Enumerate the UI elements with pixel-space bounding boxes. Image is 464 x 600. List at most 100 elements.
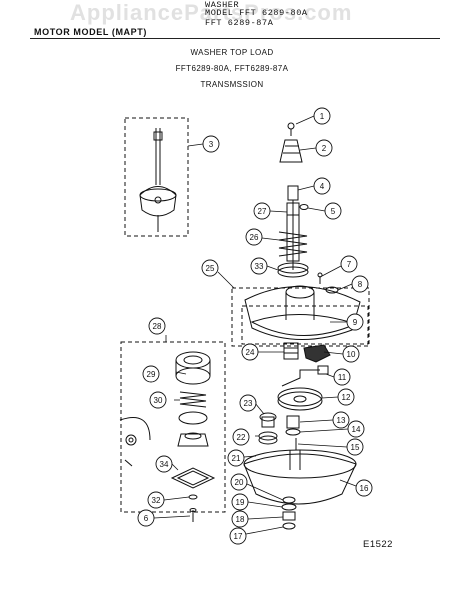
- svg-text:24: 24: [246, 348, 255, 357]
- callout-30: 30: [149, 391, 167, 409]
- svg-text:21: 21: [232, 454, 241, 463]
- svg-text:11: 11: [338, 373, 347, 382]
- svg-text:29: 29: [147, 370, 156, 379]
- watermark: AppliancePartsPros.com: [70, 0, 353, 25]
- svg-text:22: 22: [237, 433, 246, 442]
- header-model-line: MODEL FFT 6289-80A: [205, 8, 308, 18]
- callout-2: 2: [315, 139, 333, 157]
- svg-text:19: 19: [236, 498, 245, 507]
- leader-lines: [153, 115, 357, 535]
- svg-text:7: 7: [347, 260, 352, 269]
- part-26-drawing: [278, 231, 308, 257]
- callout-26: 26: [245, 228, 263, 246]
- callout-6: 6: [137, 509, 155, 527]
- group-box-9: [241, 305, 369, 345]
- svg-text:13: 13: [337, 416, 346, 425]
- svg-text:23: 23: [244, 399, 253, 408]
- group-box-25: [231, 287, 370, 347]
- callout-13: 13: [332, 411, 350, 429]
- callout-20: 20: [230, 473, 248, 491]
- part-6-drawing: [189, 508, 197, 522]
- group-box-28: [120, 341, 226, 513]
- svg-text:12: 12: [342, 393, 351, 402]
- svg-text:30: 30: [154, 396, 163, 405]
- part-18-drawing: [282, 511, 296, 521]
- part-32-drawing: [188, 494, 198, 500]
- title-line2: FFT6289-80A, FFT6289-87A: [175, 64, 289, 73]
- callout-23: 23: [239, 394, 257, 412]
- callout-5: 5: [324, 202, 342, 220]
- svg-text:18: 18: [236, 515, 245, 524]
- part-24-drawing: [283, 342, 299, 360]
- part-7-drawing: [317, 272, 323, 284]
- part-33-drawing: [277, 262, 309, 278]
- callout-7: 7: [340, 255, 358, 273]
- callout-29: 29: [142, 365, 160, 383]
- header-rule: [30, 38, 440, 39]
- diagram-code: E1522: [363, 539, 393, 550]
- part-29-drawing: [175, 351, 211, 385]
- callout-12: 12: [337, 388, 355, 406]
- part-17-drawing: [282, 522, 296, 530]
- title-line1: WASHER TOP LOAD: [190, 48, 274, 57]
- part-3-drawing: [139, 128, 177, 232]
- svg-text:32: 32: [152, 496, 161, 505]
- callout-15: 15: [346, 438, 364, 456]
- part-19-drawing: [281, 503, 297, 511]
- callout-22: 22: [232, 428, 250, 446]
- callout-27: 27: [253, 202, 271, 220]
- svg-text:1: 1: [320, 112, 325, 121]
- callout-34: 34: [155, 455, 173, 473]
- callout-25: 25: [201, 259, 219, 277]
- svg-text:20: 20: [235, 478, 244, 487]
- svg-text:25: 25: [206, 264, 215, 273]
- part-34-drawing: [170, 467, 216, 489]
- svg-text:15: 15: [351, 443, 360, 452]
- svg-text:8: 8: [358, 280, 363, 289]
- svg-text:16: 16: [360, 484, 369, 493]
- svg-text:27: 27: [258, 207, 267, 216]
- callout-33: 33: [250, 257, 268, 275]
- svg-text:5: 5: [331, 207, 336, 216]
- callout-28: 28: [148, 317, 166, 335]
- svg-text:26: 26: [250, 233, 259, 242]
- svg-text:33: 33: [255, 262, 264, 271]
- callout-8: 8: [351, 275, 369, 293]
- svg-text:2: 2: [322, 144, 327, 153]
- part-30-drawing: [178, 391, 208, 425]
- svg-text:4: 4: [320, 182, 325, 191]
- part-14-drawing: [285, 428, 301, 436]
- svg-text:17: 17: [234, 532, 243, 541]
- part-5-drawing: [299, 204, 309, 210]
- part-left-partial: [119, 417, 151, 467]
- callout-21: 21: [227, 449, 245, 467]
- callout-11: 11: [333, 368, 351, 386]
- group-box-3: [124, 117, 189, 237]
- callout-3: 3: [202, 135, 220, 153]
- part-27-drawing: [286, 202, 300, 262]
- header-product: WASHER: [205, 0, 240, 10]
- callout-32: 32: [147, 491, 165, 509]
- part-20-drawing: [282, 496, 296, 504]
- part-23-drawing: [259, 412, 277, 428]
- callout-9: 9: [346, 313, 364, 331]
- part-4-drawing: [287, 185, 299, 270]
- callout-10: 10: [342, 345, 360, 363]
- part-1-drawing: [287, 122, 295, 136]
- part-box-drawing: [177, 432, 209, 447]
- svg-text:6: 6: [144, 514, 149, 523]
- svg-text:34: 34: [160, 460, 169, 469]
- part-22-drawing: [258, 431, 278, 445]
- part-25-drawing: [244, 285, 361, 341]
- title-line3: TRANSMSSION: [200, 80, 264, 89]
- callout-24: 24: [241, 343, 259, 361]
- svg-text:28: 28: [153, 322, 162, 331]
- callouts: 1 2 3 4 5 6 7 8 9 10 11 12 13 14 15 16 1…: [137, 107, 373, 545]
- svg-text:10: 10: [347, 350, 356, 359]
- header-model-line2: FFT 6289-87A: [205, 18, 274, 28]
- svg-text:3: 3: [209, 140, 214, 149]
- callout-17: 17: [229, 527, 247, 545]
- callout-14: 14: [347, 420, 365, 438]
- part-10-drawing: [303, 344, 331, 363]
- part-9-drawing: [250, 313, 358, 336]
